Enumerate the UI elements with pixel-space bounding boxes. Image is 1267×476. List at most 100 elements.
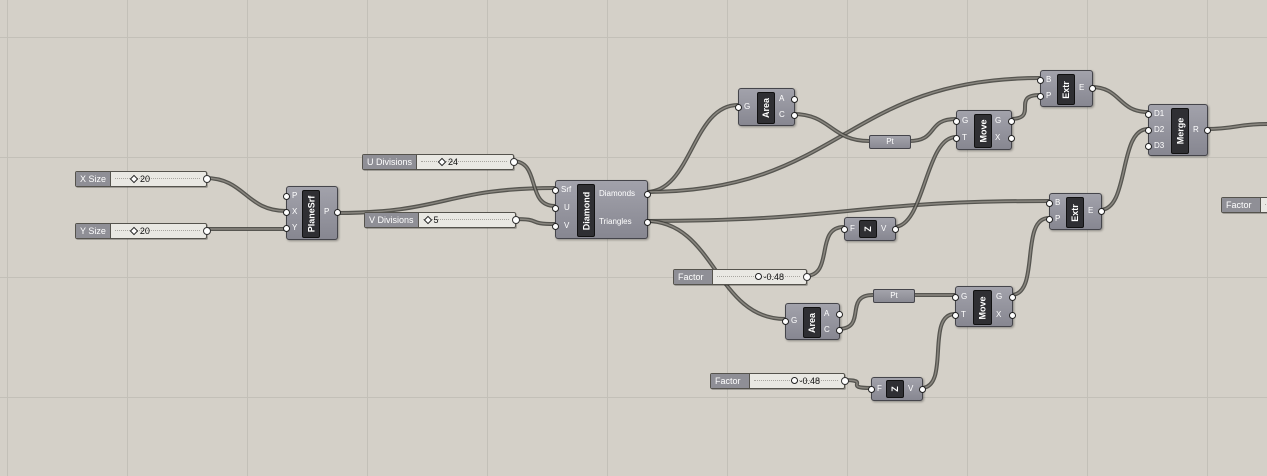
slider-track[interactable]: -0.48 (750, 374, 844, 388)
slider-knob[interactable] (437, 157, 447, 167)
input-grip-b[interactable] (1046, 200, 1053, 207)
output-grip-c[interactable] (836, 327, 843, 334)
output-label-c: C (824, 325, 830, 334)
output-grip-e[interactable] (1098, 208, 1105, 215)
input-grip-g[interactable] (735, 104, 742, 111)
input-grip-f[interactable] (841, 226, 848, 233)
slider-value: 20 (140, 174, 151, 184)
move-component-2[interactable]: G T Move G X (952, 286, 1016, 327)
unit-z-component-1[interactable]: F Z V (841, 217, 899, 241)
unit-z-component-2[interactable]: F Z V (868, 377, 926, 401)
input-label-t: T (961, 310, 966, 319)
output-label-g: G (996, 292, 1003, 301)
output-grip-a[interactable] (791, 96, 798, 103)
input-grip-x[interactable] (283, 209, 290, 216)
input-grip-g[interactable] (953, 118, 960, 125)
output-grip[interactable] (512, 216, 520, 224)
output-grip[interactable] (841, 377, 849, 385)
output-grip-v[interactable] (892, 226, 899, 233)
output-grip-e[interactable] (1089, 85, 1096, 92)
slider-track[interactable]: 5 (419, 213, 515, 227)
output-grip-a[interactable] (836, 311, 843, 318)
slider-track[interactable]: 24 (417, 155, 513, 169)
output-grip-x[interactable] (1008, 135, 1015, 142)
input-grip-f[interactable] (868, 386, 875, 393)
output-grip[interactable] (203, 175, 211, 183)
wire-area2-pt2 (836, 293, 875, 331)
input-grip-v[interactable] (552, 223, 559, 230)
slider-knob[interactable] (423, 215, 432, 225)
slider-track[interactable] (1261, 198, 1267, 212)
input-grip-y[interactable] (283, 225, 290, 232)
output-grip-diamonds[interactable] (644, 191, 651, 198)
output-grip-p[interactable] (334, 209, 341, 216)
output-grip-triangles[interactable] (644, 219, 651, 226)
input-grip-t[interactable] (952, 312, 959, 319)
output-grip-g[interactable] (1008, 118, 1015, 125)
y-size-slider[interactable]: Y Size 20 (75, 223, 211, 239)
input-grip-u[interactable] (552, 205, 559, 212)
output-grip-c[interactable] (791, 112, 798, 119)
wire-move-extr (1008, 93, 1042, 121)
output-grip[interactable] (510, 158, 518, 166)
input-label-b: B (1046, 75, 1052, 84)
slider-knob[interactable] (790, 377, 798, 384)
component-name: Extr (1066, 197, 1084, 228)
input-grip-t[interactable] (953, 135, 960, 142)
input-grip-p[interactable] (1037, 93, 1044, 100)
input-label-b: B (1055, 198, 1061, 207)
v-divisions-slider[interactable]: V Divisions 5 (364, 212, 520, 228)
factor-slider-2[interactable]: Factor -0.48 (710, 373, 849, 389)
output-label-a: A (824, 309, 830, 318)
output-grip[interactable] (203, 227, 211, 235)
output-grip-x[interactable] (1009, 312, 1016, 319)
move-component-1[interactable]: G T Move G X (953, 110, 1015, 150)
component-name: Move (974, 114, 992, 148)
input-grip-g[interactable] (782, 318, 789, 325)
diamond-component[interactable]: Srf U V Diamond Diamonds Triangles (552, 180, 651, 239)
input-grip-srf[interactable] (552, 187, 559, 194)
output-grip[interactable] (803, 273, 811, 281)
output-label-e: E (1079, 83, 1085, 92)
component-name: PlaneSrf (302, 190, 320, 238)
wire-pt-move (907, 117, 958, 143)
output-grip-g[interactable] (1009, 294, 1016, 301)
output-label-x: X (996, 310, 1002, 319)
input-grip-d2[interactable] (1145, 127, 1152, 134)
wire-xsize-planesrf (203, 176, 288, 213)
point-param-2[interactable]: Pt (873, 289, 915, 303)
wire-planesrf-diamond (334, 186, 557, 215)
input-grip-d3[interactable] (1145, 143, 1152, 150)
slider-knob[interactable] (129, 174, 139, 184)
slider-knob[interactable] (129, 226, 139, 236)
input-label-srf: Srf (561, 185, 572, 194)
component-name: Extr (1057, 74, 1075, 105)
input-grip-p[interactable] (283, 193, 290, 200)
slider-knob[interactable] (754, 273, 762, 280)
factor-slider-3[interactable]: Factor (1221, 197, 1267, 213)
extrude-component-2[interactable]: B P Extr E (1046, 193, 1105, 230)
factor-slider-1[interactable]: Factor -0.48 (673, 269, 811, 285)
slider-value: -0.48 (799, 376, 821, 386)
x-size-slider[interactable]: X Size 20 (75, 171, 211, 187)
input-label-u: U (564, 203, 570, 212)
output-label-c: C (779, 110, 785, 119)
input-grip-p[interactable] (1046, 216, 1053, 223)
slider-track[interactable]: 20 (111, 224, 206, 238)
input-grip-d1[interactable] (1145, 111, 1152, 118)
u-divisions-slider[interactable]: U Divisions 24 (362, 154, 518, 170)
area-component-1[interactable]: G Area A C (735, 88, 798, 126)
point-param-1[interactable]: Pt (869, 135, 911, 149)
planesrf-component[interactable]: P X Y PlaneSrf P (283, 186, 341, 240)
input-label-d2: D2 (1154, 125, 1165, 134)
output-grip-r[interactable] (1204, 127, 1211, 134)
extrude-component-1[interactable]: B P Extr E (1037, 70, 1096, 107)
slider-track[interactable]: -0.48 (713, 270, 806, 284)
component-name: Diamond (577, 184, 595, 237)
area-component-2[interactable]: G Area A C (782, 303, 843, 340)
merge-component[interactable]: D1 D2 D3 Merge R (1145, 104, 1211, 156)
output-grip-v[interactable] (919, 386, 926, 393)
slider-track[interactable]: 20 (111, 172, 206, 186)
input-grip-g[interactable] (952, 294, 959, 301)
input-grip-b[interactable] (1037, 77, 1044, 84)
